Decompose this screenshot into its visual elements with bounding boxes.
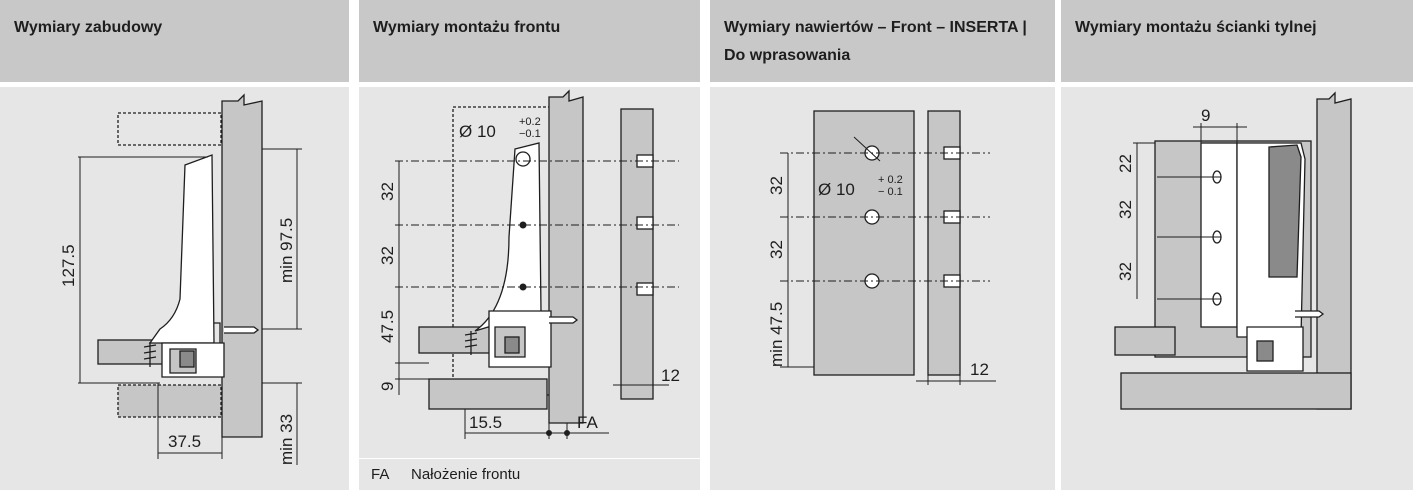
- dim-12-label: 12: [970, 360, 989, 379]
- front-panel: [813, 110, 915, 376]
- dim-15-5-label: 15.5: [469, 413, 502, 432]
- front-mounting-drawing: Ø 10 +0.2 −0.1 32 32 47.5 9 15.5 FA 12: [378, 89, 680, 439]
- panel-body: Ø 10 +0.2 −0.1 32 32 47.5 9 15.5 FA 12 F…: [359, 87, 700, 490]
- dim-47-5-label: 47.5: [378, 310, 397, 343]
- drilling-dimensions-drawing: Ø 10 + 0.2 − 0.1 32 32 min 47.5 12: [767, 110, 996, 385]
- dim-32b-label: 32: [1116, 262, 1135, 281]
- panel-title: Wymiary zabudowy: [14, 19, 163, 36]
- dim-fa-label: FA: [577, 413, 598, 432]
- dim-32b-label: 32: [767, 240, 786, 259]
- installation-dimensions-drawing: 127.5 min 97.5 min 33 37.5: [59, 93, 302, 465]
- cabinet-side: [1316, 91, 1352, 410]
- panel-body: 127.5 min 97.5 min 33 37.5: [0, 87, 349, 490]
- dim-9-label: 9: [378, 382, 397, 391]
- cabinet-top-panel: [117, 112, 222, 146]
- panel-front-mounting-dimensions: Wymiary montażu frontu: [359, 0, 700, 490]
- cabinet-side: [548, 89, 584, 424]
- back-panel-mounting-drawing: 9 22 32 32: [1114, 91, 1352, 410]
- dim-diameter-label: Ø 10: [818, 180, 855, 199]
- drawer-bottom: [418, 326, 496, 354]
- panel-back-panel-mounting: Wymiary montażu ścianki tylnej: [1061, 0, 1413, 490]
- dim-min-47-5-label: min 47.5: [767, 302, 786, 367]
- cabinet-bottom: [428, 378, 548, 410]
- runner-bolt: [179, 350, 195, 368]
- legend-text: Nałożenie frontu: [411, 466, 521, 483]
- side-wall: [221, 93, 263, 438]
- dim-tol-minus-label: −0.1: [519, 128, 541, 140]
- base-screw: [143, 342, 157, 367]
- drawer-profile: [474, 142, 542, 332]
- screw: [549, 316, 579, 324]
- dim-32b-label: 32: [378, 246, 397, 265]
- drawer-bottom: [97, 339, 169, 365]
- dim-32a-label: 32: [767, 176, 786, 195]
- panel-body: Ø 10 + 0.2 − 0.1 32 32 min 47.5 12: [710, 87, 1055, 490]
- cabinet-bottom: [1120, 372, 1352, 410]
- panel-body: 9 22 32 32: [1061, 87, 1413, 490]
- dim-22-label: 22: [1116, 154, 1135, 173]
- front-side-view: [620, 108, 654, 400]
- panel-header: Wymiary zabudowy: [0, 0, 349, 82]
- cabinet-bottom-panel: [117, 384, 222, 418]
- back-profile: [1268, 144, 1302, 278]
- panel-header: Wymiary montażu ścianki tylnej: [1061, 0, 1413, 82]
- panel-header: Wymiary nawiertów – Front – INSERTA | Do…: [710, 0, 1055, 82]
- legend: FA Nałożenie frontu: [359, 458, 700, 490]
- dim-tol-minus-label: − 0.1: [878, 186, 903, 198]
- dim-32a-label: 32: [1116, 200, 1135, 219]
- dim-width-label: 37.5: [168, 432, 201, 451]
- side-screw: [224, 326, 260, 334]
- dim-diameter-label: Ø 10: [459, 122, 496, 141]
- dim-9-label: 9: [1201, 106, 1210, 125]
- runner: [1246, 326, 1304, 372]
- dim-12-label: 12: [661, 366, 680, 385]
- dim-min-bottom-label: min 33: [277, 414, 296, 465]
- drawer-profile: [148, 154, 215, 344]
- panel-title: Wymiary montażu ścianki tylnej: [1075, 19, 1317, 36]
- panel-drilling-dimensions: Wymiary nawiertów – Front – INSERTA | Do…: [710, 0, 1055, 490]
- panel-header: Wymiary montażu frontu: [359, 0, 700, 82]
- panel-title: Wymiary montażu frontu: [373, 19, 561, 36]
- dim-height-label: 127.5: [59, 244, 78, 287]
- dim-tol-plus-label: +0.2: [519, 116, 541, 128]
- dim-min-top-label: min 97.5: [277, 218, 296, 283]
- dim-32a-label: 32: [378, 182, 397, 201]
- legend-key: FA: [371, 466, 390, 483]
- panel-installation-dimensions: Wymiary zabudowy: [0, 0, 349, 490]
- dim-tol-plus-label: + 0.2: [878, 174, 903, 186]
- panel-title: Wymiary nawiertów – Front – INSERTA | Do…: [724, 19, 1027, 64]
